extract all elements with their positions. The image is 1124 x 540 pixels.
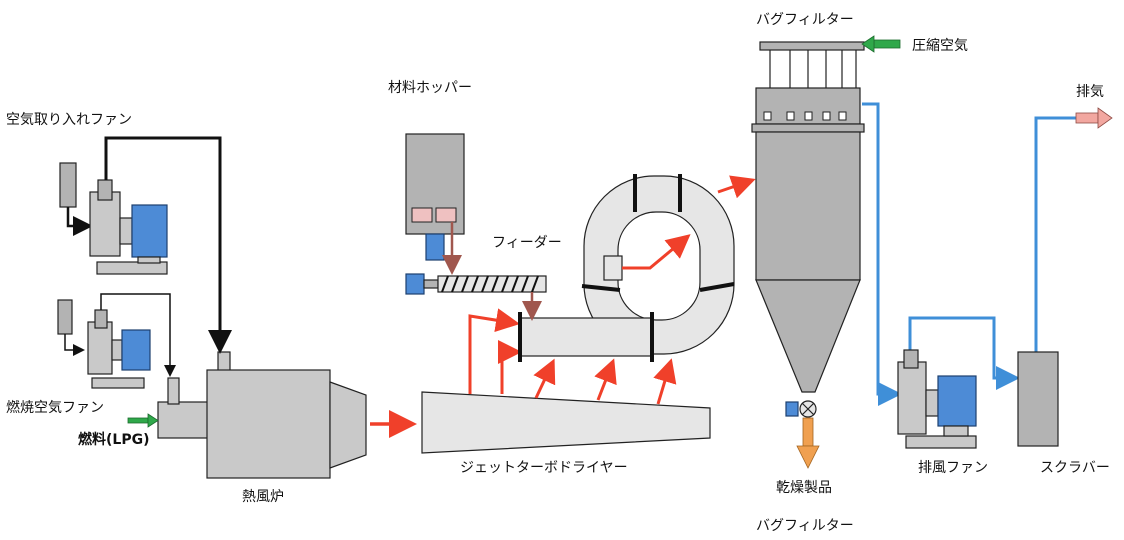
motor-icon — [121, 329, 151, 371]
label-feeder: フィーダー — [492, 235, 562, 251]
exhaust-out-arrow — [1075, 107, 1113, 129]
label-fuel: 燃料(LPG) — [78, 431, 149, 448]
product-arrow — [796, 417, 820, 469]
fan-icon — [89, 179, 121, 257]
exhaust-fan — [897, 349, 977, 449]
combustion-air-fan — [57, 299, 151, 389]
exhaust-line-1 — [862, 102, 902, 406]
fan-base — [96, 261, 168, 275]
feeder — [405, 273, 547, 295]
hot-air-furnace — [157, 351, 367, 479]
scrubber — [1017, 351, 1059, 447]
dryer-cone — [421, 391, 711, 454]
fan-icon — [87, 309, 113, 375]
internal-flow-arrow — [622, 234, 691, 270]
jet-turbo-dryer — [421, 391, 711, 454]
to-bagfilter-arrow — [717, 175, 756, 199]
compressed-air-arrow — [861, 35, 901, 53]
dryer-pipe — [518, 312, 654, 362]
fan-silencer — [59, 162, 77, 208]
label-jet-turbo-dryer: ジェットターボドライヤー — [460, 460, 628, 476]
material-hopper — [405, 133, 465, 261]
exhaust-line-3 — [1034, 116, 1076, 352]
fan-silencer — [57, 299, 73, 335]
motor-icon — [937, 375, 977, 427]
combustion-air-line — [100, 293, 176, 377]
label-exhaust-fan: 排風ファン — [918, 460, 988, 476]
label-dried-product: 乾燥製品 — [776, 480, 832, 496]
valve-icon — [785, 400, 817, 418]
hot-air-distribution-arrows — [468, 308, 677, 405]
label-combustion-air-fan: 燃焼空気ファン — [6, 399, 104, 416]
exhaust-line-2 — [908, 316, 1020, 390]
bag-filter — [751, 41, 865, 469]
label-hot-air-furnace: 熱風炉 — [242, 489, 284, 505]
air-intake-fan — [59, 162, 168, 275]
label-air-intake-fan: 空気取り入れファン — [6, 112, 132, 128]
fan-icon — [897, 349, 927, 435]
label-scrubber: スクラバー — [1040, 460, 1110, 476]
fuel-arrow — [127, 413, 159, 428]
label-exhaust: 排気 — [1076, 84, 1104, 100]
fan-base — [91, 377, 145, 389]
compressed-air-header — [759, 41, 865, 51]
label-bag-filter-top: バグフィルター — [756, 12, 854, 28]
label-bag-filter-bottom: バグフィルター — [756, 518, 854, 534]
label-material-hopper: 材料ホッパー — [388, 80, 472, 96]
label-compressed-air: 圧縮空気 — [912, 38, 968, 54]
intake-air-line — [104, 136, 232, 354]
motor-icon — [131, 204, 168, 258]
